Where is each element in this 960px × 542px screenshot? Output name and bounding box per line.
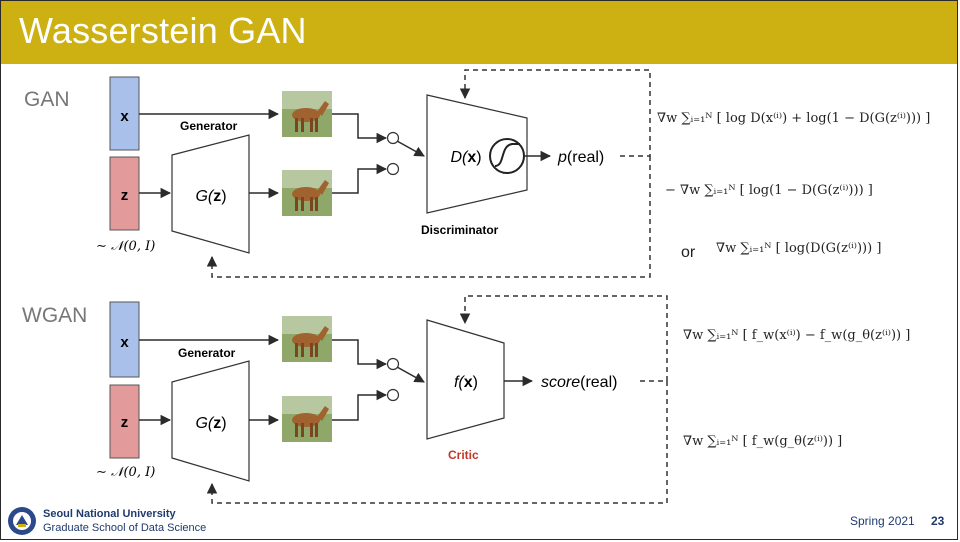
title-bar: Wasserstein GAN [1,1,957,64]
gan-x-box [109,76,140,151]
gan-discriminator-label: Discriminator [421,223,499,237]
wgan-real-image [282,316,332,362]
wgan-z-box [109,384,140,459]
wgan-fake-image [282,396,332,442]
wgan-generator-fn: G(z) [195,415,226,432]
wgan-critic-label: Critic [448,448,479,462]
wgan-formula-f-grad: ∇w ∑ᵢ₌₁ᴺ [ f_w(x⁽ⁱ⁾) − f_w(g_θ(z⁽ⁱ⁾)) ] [683,328,910,343]
gan-generator-fn: G(z) [195,188,226,205]
wgan-g-feedback-dashed [206,381,668,504]
wgan-section-label: WGAN [22,304,87,327]
gan-formula-g-grad-1: − ∇w ∑ᵢ₌₁ᴺ [ log(1 − D(G(z⁽ⁱ⁾))) ] [665,183,873,198]
wgan-switch-bottom [386,388,400,402]
gan-formula-d-grad: ∇w ∑ᵢ₌₁ᴺ [ log D(x⁽ⁱ⁾) + log(1 − D(G(z⁽ⁱ… [657,111,930,126]
gan-switch-bottom [386,162,400,176]
footer-page-number: 23 [931,514,945,528]
wgan-output-label: score(real) [541,374,617,391]
gan-z-box [109,156,140,231]
wgan-noise-dist: ∼ 𝒩(0, I) [96,465,155,480]
wgan-generator-label: Generator [178,346,236,360]
gan-formula-g-grad-2: ∇w ∑ᵢ₌₁ᴺ [ log(D(G(z⁽ⁱ⁾))) ] [716,241,881,256]
gan-g-feedback-dashed [206,156,651,278]
wgan-critic-trapezoid [426,319,505,440]
wgan-f-feedback-dashed [459,295,668,382]
gan-noise-dist: ∼ 𝒩(0, I) [96,239,155,254]
gan-discriminator-trapezoid [426,94,528,214]
gan-fake-image [282,170,332,216]
wgan-z-label: z [121,414,129,431]
gan-or-label: or [681,244,696,261]
wgan-generator-trapezoid [171,360,250,482]
gan-real-to-switch [332,113,388,144]
gan-section-label: GAN [24,88,70,111]
wgan-real-to-switch [332,339,388,370]
gan-discriminator-fn: D(x) [450,149,481,166]
footer-school: Graduate School of Data Science [43,522,207,534]
gan-switch-arrow [396,140,425,157]
wgan-formula-g-grad: ∇w ∑ᵢ₌₁ᴺ [ f_w(g_θ(z⁽ⁱ⁾)) ] [683,434,842,449]
gan-switch-top [386,131,400,145]
gan-output-label: p(real) [557,149,604,166]
wgan-critic-fn: f(x) [454,374,478,391]
sigmoid-curve-icon [494,143,520,167]
footer-university: Seoul National University [43,508,176,520]
wgan-switch-arrow [396,366,425,383]
gan-real-image [282,91,332,137]
wgan-x-label: x [120,334,129,351]
gan-fake-to-switch [332,163,388,194]
wgan-switch-top [386,357,400,371]
gan-x-label: x [120,108,129,125]
gan-d-feedback-dashed [459,69,651,157]
gan-generator-trapezoid [171,134,250,254]
university-logo-icon [8,507,36,535]
wgan-x-box [109,301,140,378]
slide-title: Wasserstein GAN [19,10,307,51]
gan-z-label: z [121,187,129,204]
wgan-fake-to-switch [332,389,388,421]
gan-generator-label: Generator [180,119,238,133]
footer-term: Spring 2021 [850,514,915,528]
